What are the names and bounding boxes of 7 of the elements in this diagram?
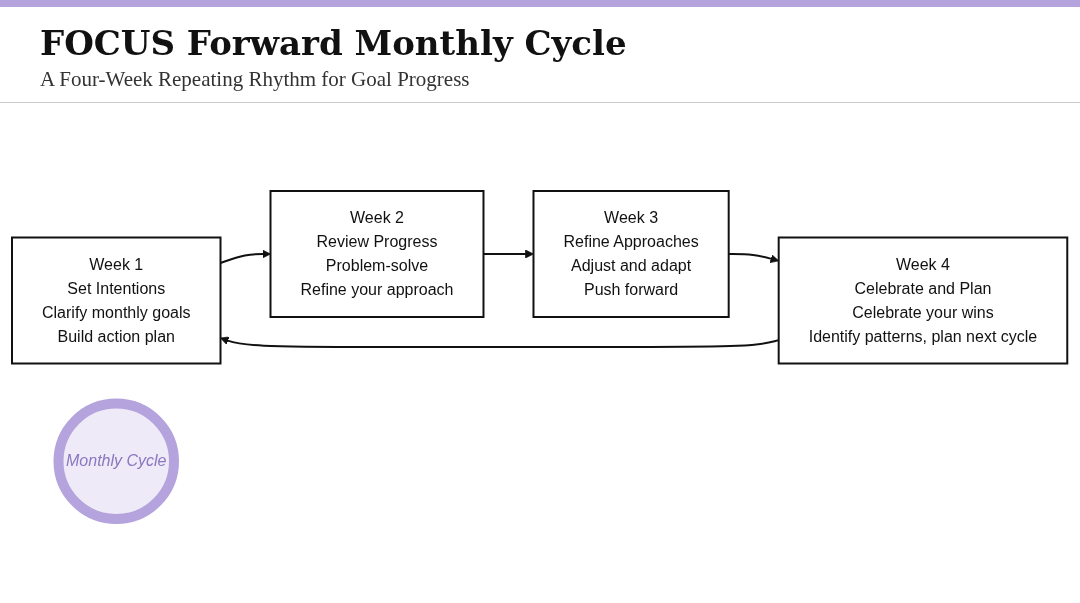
node-box: Week 1 Set Intentions Clarify monthly goals Build action plan (11, 236, 222, 365)
node-box: Week 4 Celebrate and Plan Celebrate your wins Identify patterns, plan next cycle (778, 236, 1069, 365)
subtitle: A Four-Week Repeating Rhythm for Goal Progress (40, 67, 470, 92)
node-box: Week 2 Review Progress Problem-solve Refine your approach (269, 190, 485, 318)
node-box: Week 3 Refine Approaches Adjust and adapt Push forward (532, 190, 731, 318)
node-circle: Monthly Cycle (53, 398, 180, 524)
title: FOCUS Forward Monthly Cycle (40, 23, 627, 63)
